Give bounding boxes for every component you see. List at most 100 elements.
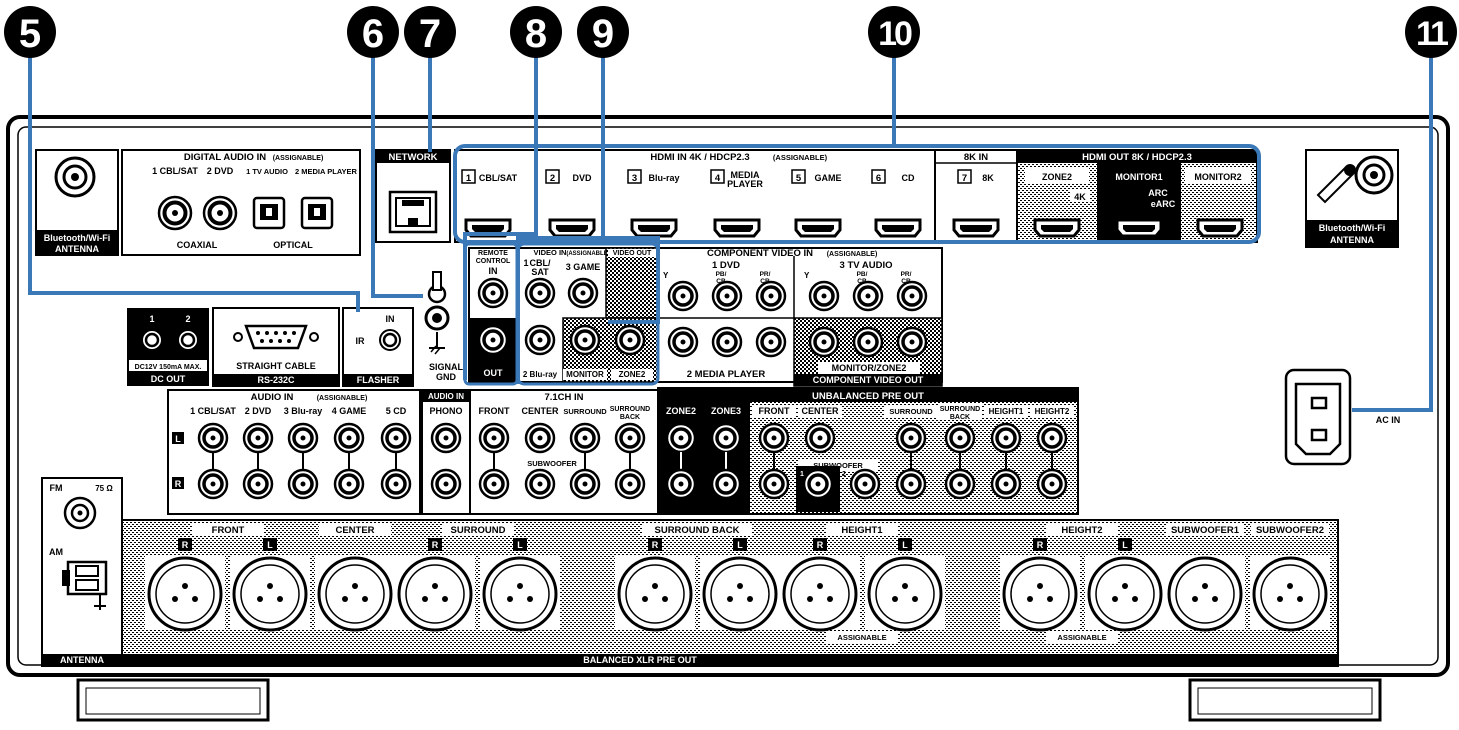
rs232c-port[interactable] — [233, 324, 319, 350]
hdmi-in-port-6[interactable] — [874, 218, 922, 238]
component-out-pr-jack[interactable] — [896, 326, 928, 358]
component-in-jack-2[interactable] — [711, 280, 743, 312]
component-in-media-jack-1[interactable] — [667, 326, 699, 358]
xlr-jack-7[interactable] — [702, 556, 778, 632]
ch71-jack-top-3[interactable] — [569, 422, 601, 454]
ch71-jack-bottom-4[interactable] — [614, 468, 646, 500]
video-in3-jack[interactable] — [567, 277, 599, 309]
audio-in-r-jack-1[interactable] — [197, 468, 229, 500]
callout-11: 11 — [1405, 6, 1457, 58]
am-antenna-terminal[interactable] — [62, 560, 108, 610]
hdmi-out-monitor2-port[interactable] — [1196, 218, 1244, 238]
hdmi-out-monitor1-port[interactable] — [1115, 218, 1163, 238]
signal-gnd[interactable]: SIGNAL GND — [424, 271, 463, 382]
unbalanced-zone-jack-top-1[interactable] — [665, 422, 697, 454]
callout-number: 10 — [878, 15, 912, 53]
unbalanced-jack-top-5[interactable] — [990, 422, 1022, 454]
coaxial-jack-1[interactable] — [157, 195, 193, 231]
bt-antenna-right: Bluetooth/Wi-Fi ANTENNA — [1305, 149, 1399, 248]
video-out-zone2-jack[interactable] — [614, 324, 646, 356]
hdmi-in-port-3[interactable] — [630, 218, 678, 238]
component-out-y-jack[interactable] — [808, 326, 840, 358]
audio-in-r-jack-4[interactable] — [333, 468, 365, 500]
unbalanced-jack-top-3[interactable] — [895, 422, 927, 454]
unbalanced-zone-jack-bottom-2[interactable] — [710, 468, 742, 500]
unbalanced-jack-bottom-3[interactable] — [895, 468, 927, 500]
ch71-jack-bottom-3[interactable] — [569, 468, 601, 500]
hdmi-in-port-4[interactable] — [713, 218, 761, 238]
video-in2-jack[interactable] — [524, 324, 556, 356]
xlr-jack-9[interactable] — [867, 556, 943, 632]
unbalanced-sw2-jack[interactable] — [849, 468, 881, 500]
unbalanced-jack-bottom-4[interactable] — [944, 468, 976, 500]
optical-jack-1[interactable] — [252, 196, 286, 230]
hdmi-out-zone2-port[interactable] — [1033, 218, 1081, 238]
flasher-jack[interactable] — [379, 329, 401, 351]
xlr-jack-6[interactable] — [617, 556, 693, 632]
unbalanced-jack-top-6[interactable] — [1036, 422, 1068, 454]
unbalanced-jack-bottom-5[interactable] — [990, 468, 1022, 500]
ethernet-port[interactable] — [388, 190, 438, 234]
xlr-jack-5[interactable] — [482, 556, 558, 632]
xlr-jack-3[interactable] — [317, 556, 393, 632]
xlr-jack-2[interactable] — [232, 556, 308, 632]
unbalanced-jack-top-1[interactable] — [758, 422, 790, 454]
hdmi-in-port-2[interactable] — [548, 218, 596, 238]
ch71-jack-bottom-2[interactable] — [524, 468, 556, 500]
xlr-jack-11[interactable] — [1087, 556, 1163, 632]
audio-in-r-jack-5[interactable] — [380, 468, 412, 500]
remote-in-jack[interactable] — [477, 277, 509, 309]
xlr-front-label: FRONT — [212, 525, 245, 536]
xlr-jack-4[interactable] — [397, 556, 473, 632]
unbalanced-zone-jack-top-2[interactable] — [710, 422, 742, 454]
hdmi-8k-in-title: 8K IN — [964, 152, 988, 163]
video-out-monitor-jack[interactable] — [569, 324, 601, 356]
component-in-jack-6[interactable] — [896, 280, 928, 312]
audio-in-l-jack-1[interactable] — [197, 422, 229, 454]
audio-in-l-jack-5[interactable] — [380, 422, 412, 454]
phono-l-jack[interactable] — [430, 422, 462, 454]
flasher-title: FLASHER — [357, 375, 400, 385]
unbalanced-jack-top-4[interactable] — [944, 422, 976, 454]
component-in-media-jack-2[interactable] — [711, 326, 743, 358]
dc-out-jack-2[interactable] — [177, 329, 199, 351]
audio-in-r-jack-2[interactable] — [242, 468, 274, 500]
unbalanced-zone-jack-bottom-1[interactable] — [665, 468, 697, 500]
fm-antenna-jack[interactable] — [63, 496, 97, 530]
ac-in[interactable]: AC IN — [1284, 368, 1400, 466]
video-in1-jack[interactable] — [524, 277, 556, 309]
xlr-jack-10[interactable] — [1002, 556, 1078, 632]
ch71-jack-top-1[interactable] — [478, 422, 510, 454]
unbalanced-front-r-jack[interactable] — [758, 468, 790, 500]
coaxial-jack-2[interactable] — [202, 195, 238, 231]
hdmi-in-port-7[interactable] — [952, 218, 1000, 238]
component-in-jack-4[interactable] — [808, 280, 840, 312]
component-out-pb-jack[interactable] — [852, 326, 884, 358]
phono-r-jack[interactable] — [430, 468, 462, 500]
unbalanced-jack-bottom-6[interactable] — [1036, 468, 1068, 500]
unbalanced-sw1-jack[interactable] — [802, 468, 834, 500]
component-in-media-jack-3[interactable] — [755, 326, 787, 358]
xlr-jack-1[interactable] — [147, 556, 223, 632]
xlr-jack-8[interactable] — [782, 556, 858, 632]
unbalanced-title: UNBALANCED PRE OUT — [812, 391, 924, 402]
component-in-jack-1[interactable] — [667, 280, 699, 312]
component-in-jack-3[interactable] — [755, 280, 787, 312]
optical-jack-2[interactable] — [300, 196, 334, 230]
dc-out-jack-1[interactable] — [141, 329, 163, 351]
unbalanced-jack-top-2[interactable] — [804, 422, 836, 454]
component-in-jack-5[interactable] — [852, 280, 884, 312]
audio-in-l-jack-3[interactable] — [287, 422, 319, 454]
hdmi-in-port-5[interactable] — [794, 218, 842, 238]
audio-in-l-jack-2[interactable] — [242, 422, 274, 454]
ch71-jack-top-4[interactable] — [614, 422, 646, 454]
ch71-jack-bottom-1[interactable] — [478, 468, 510, 500]
unbalanced-surround-back2: BACK — [950, 414, 970, 421]
remote-out-jack[interactable] — [477, 324, 509, 356]
xlr-jack-13[interactable] — [1252, 556, 1328, 632]
xlr-jack-12[interactable] — [1167, 556, 1243, 632]
ch71-jack-top-2[interactable] — [524, 422, 556, 454]
audio-in-l-jack-4[interactable] — [333, 422, 365, 454]
audio-in-r-jack-3[interactable] — [287, 468, 319, 500]
